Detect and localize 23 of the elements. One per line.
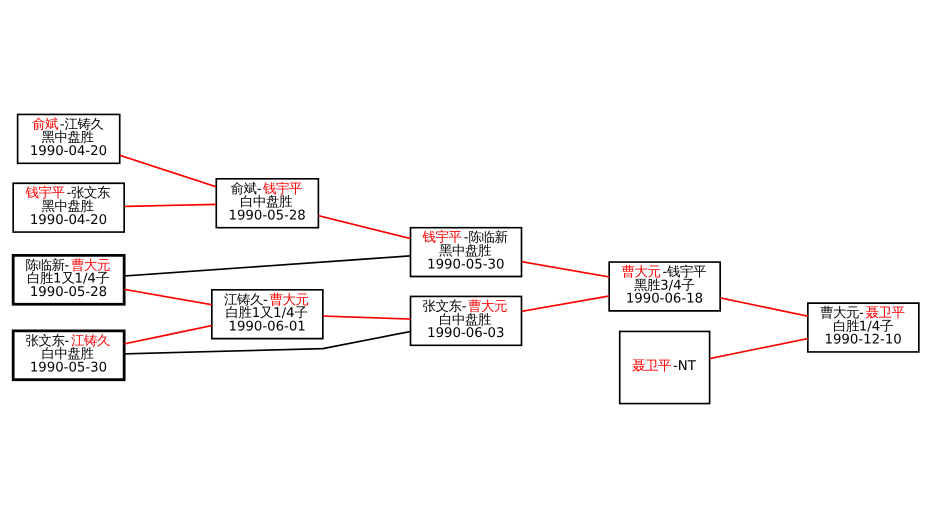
connector: [522, 260, 610, 278]
node-box: 江铸久-曹大元 白胜1又1/4子 1990-06-01: [211, 288, 324, 339]
connector: [124, 324, 212, 344]
connector: [522, 294, 610, 312]
connector: [120, 154, 216, 188]
node-box: 陈临新-曹大元 白胜1又1/4子 1990-05-28: [12, 254, 126, 306]
connector: [318, 214, 411, 239]
node-box: 俞斌-钱宇平 白中盘胜 1990-05-28: [215, 177, 320, 228]
connector: [323, 314, 410, 320]
node-box: 张文东-江铸久 白中盘胜 1990-05-30: [12, 328, 126, 381]
node-box: 聂卫平-NT: [618, 330, 710, 404]
node-box: 曹大元-聂卫平 白胜1/4子 1990-12-10: [807, 302, 920, 352]
node-box: 钱宇平-陈临新 黑中盘胜 1990-05-30: [410, 226, 522, 277]
node-box: 曹大元-钱宇平 黑胜3/4子 1990-06-18: [608, 260, 721, 312]
connector: [124, 330, 411, 354]
node-box: 俞斌-江铸久 黑中盘胜 1990-04-20: [16, 113, 121, 164]
connector: [124, 254, 410, 276]
connector: [124, 288, 212, 305]
node-box: 张文东-曹大元 白中盘胜 1990-06-03: [410, 295, 522, 346]
node-box: 钱宇平-张文东 黑中盘胜 1990-04-20: [12, 182, 125, 232]
connector: [710, 337, 808, 359]
connector: [720, 296, 808, 316]
connector: [124, 203, 216, 207]
